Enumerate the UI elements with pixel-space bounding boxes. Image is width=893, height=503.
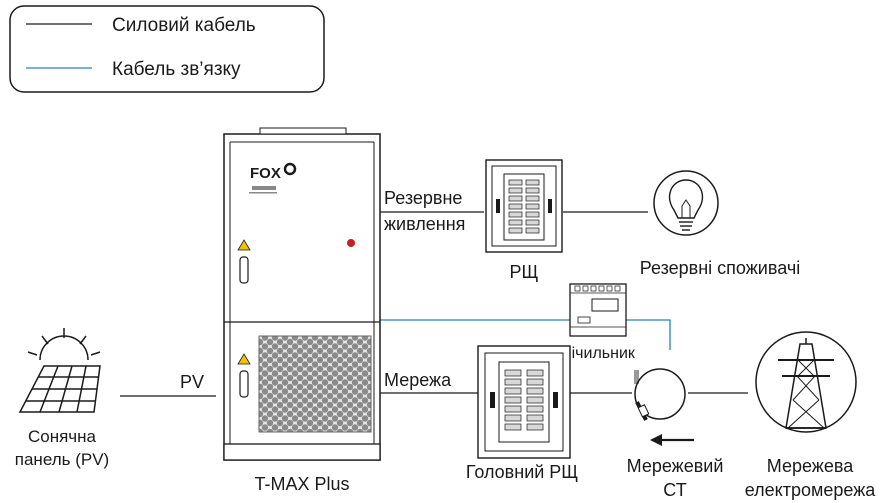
warning-icon xyxy=(237,239,251,251)
comm-lines xyxy=(380,319,671,350)
status-led xyxy=(347,239,355,247)
ct-icon xyxy=(634,368,686,421)
meter-comm-line xyxy=(380,319,671,350)
door-handle xyxy=(239,256,249,284)
backup-connection-label-line1: Резервне xyxy=(384,188,462,208)
pv-connection-label: PV xyxy=(180,372,204,392)
main-panel-label: Головний РЩ xyxy=(466,462,578,482)
legend: Силовий кабель Кабель зв’язку xyxy=(9,5,325,93)
legend-power-label: Силовий кабель xyxy=(112,15,256,36)
ct-label-line1: Мережевий xyxy=(627,456,724,476)
inverter: FOX xyxy=(223,127,381,461)
pv-label-line2: панель (PV) xyxy=(15,450,109,469)
light-bulb-icon xyxy=(653,170,719,236)
ct-label-line2: СТ xyxy=(663,480,686,500)
current-direction-arrow-icon xyxy=(650,434,694,446)
legend-comm-label: Кабель зв’язку xyxy=(112,59,241,80)
grid-connection-label: Мережа xyxy=(384,370,452,390)
backup-panel-label: РЩ xyxy=(510,262,539,282)
brand-logo: FOX xyxy=(250,165,281,182)
meter-label: Лічильник xyxy=(561,345,636,362)
inverter-top-handles xyxy=(259,127,347,135)
pv-label-line1: Сонячна xyxy=(28,427,97,446)
vent-grille xyxy=(258,335,372,433)
warning-icon xyxy=(237,353,251,365)
utility-label-line2: електромережа xyxy=(745,480,877,500)
backup-connection-label-line2: живлення xyxy=(384,214,465,234)
utility-tower-icon xyxy=(755,331,857,433)
door-handle xyxy=(239,370,249,398)
backup-panel-icon xyxy=(485,159,563,253)
backup-loads-label: Резервні споживачі xyxy=(640,258,800,278)
inverter-label: T-MAX Plus xyxy=(254,474,349,494)
legend-box xyxy=(9,5,325,93)
solar-panel-icon xyxy=(18,328,101,413)
utility-label-line1: Мережева xyxy=(767,456,854,476)
main-panel-icon xyxy=(477,345,571,459)
power-lines xyxy=(120,211,748,397)
meter-icon xyxy=(569,283,627,337)
